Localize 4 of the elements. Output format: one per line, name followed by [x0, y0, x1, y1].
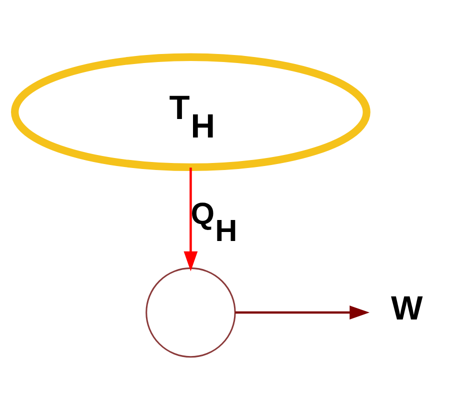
- node-circle: [146, 266, 236, 358]
- arrow: [184, 167, 198, 271]
- node-text: W: [391, 290, 423, 328]
- arrow: [235, 305, 370, 319]
